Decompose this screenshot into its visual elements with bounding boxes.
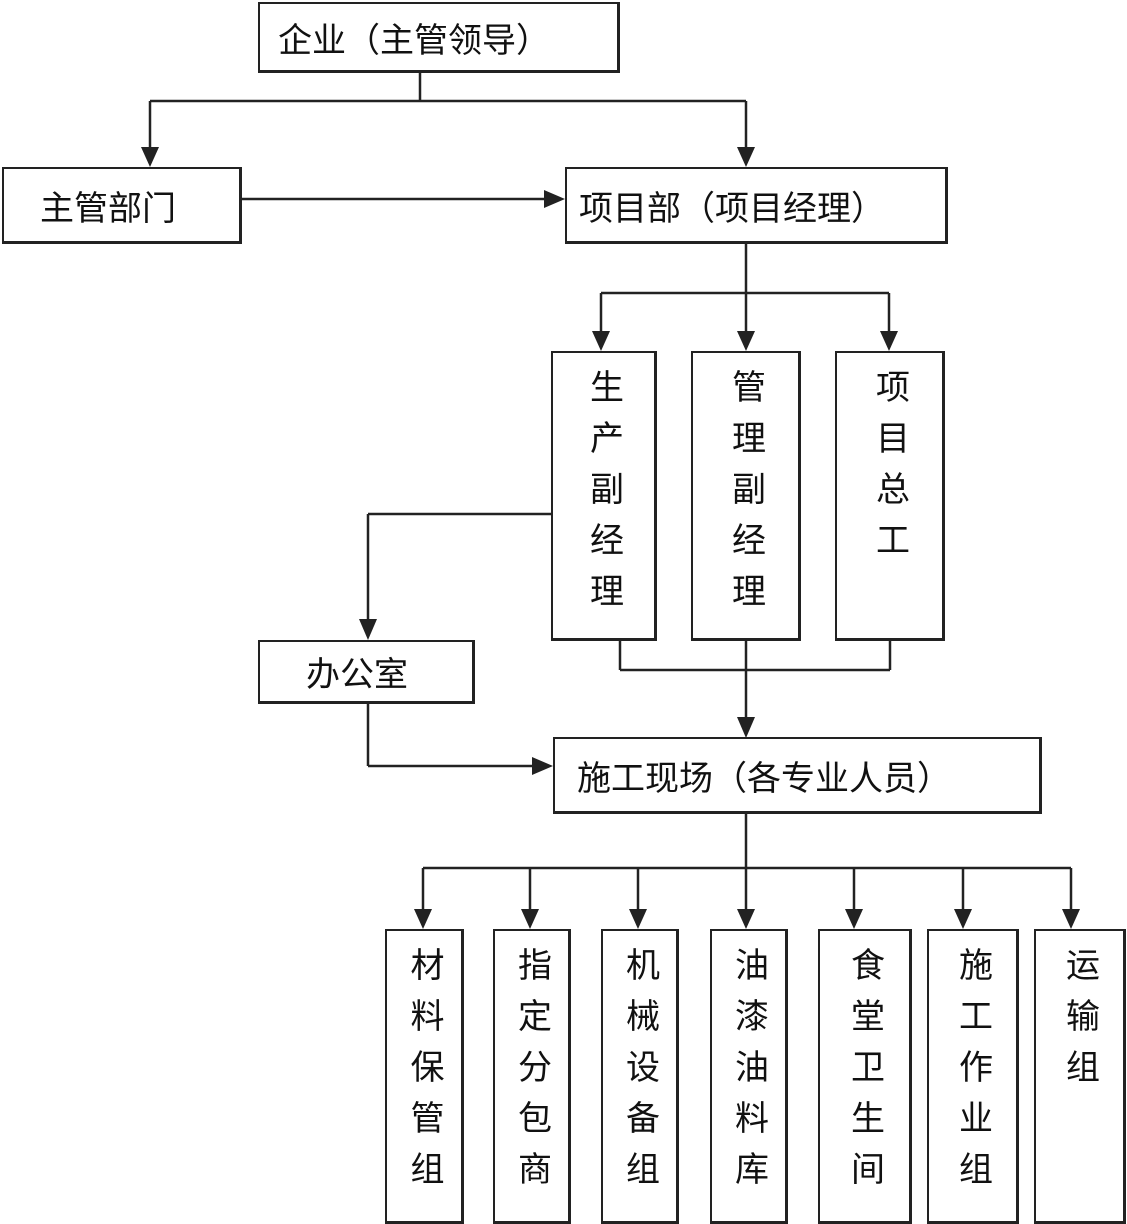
group-box: 油漆油料库 [710,929,788,1224]
group-label: 机械设备组 [619,947,660,1202]
group-box: 运输组 [1034,929,1126,1224]
group-label: 运输组 [1059,947,1100,1100]
group-label: 施工作业组 [952,947,993,1202]
dept-box: 主管部门 [2,167,242,244]
site-box: 施工现场（各专业人员） [553,737,1042,814]
group-label: 食堂卫生间 [844,947,885,1202]
prod-vice-manager-box: 生产副经理 [551,351,657,641]
project-box: 项目部（项目经理） [565,167,948,244]
project-label: 项目部（项目经理） [579,188,885,229]
mgmt-vice-manager-box: 管理副经理 [691,351,801,641]
office-label: 办公室 [306,655,408,695]
site-label: 施工现场（各专业人员） [577,758,951,799]
enterprise-label: 企业（主管领导） [278,20,550,61]
group-label: 材料保管组 [404,947,444,1202]
enterprise-box: 企业（主管领导） [258,2,620,73]
group-box: 材料保管组 [385,929,464,1224]
group-label: 指定分包商 [511,947,552,1202]
group-box: 机械设备组 [601,929,679,1224]
group-box: 指定分包商 [493,929,571,1224]
chief-engineer-label: 项目总工 [869,369,910,573]
office-box: 办公室 [258,640,475,704]
group-box: 食堂卫生间 [818,929,912,1224]
group-box: 施工作业组 [927,929,1019,1224]
chief-engineer-box: 项目总工 [835,351,945,641]
prod-vice-manager-label: 生产副经理 [583,369,624,624]
group-label: 油漆油料库 [728,947,769,1202]
dept-label: 主管部门 [40,188,176,229]
mgmt-vice-manager-label: 管理副经理 [725,369,766,624]
